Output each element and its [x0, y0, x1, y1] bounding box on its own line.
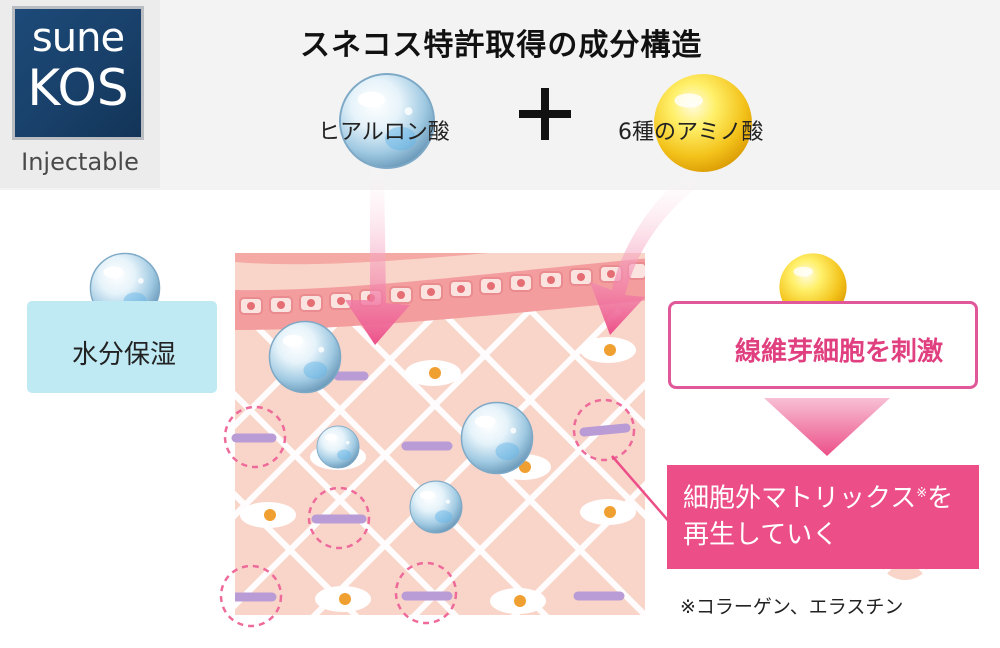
matrix-line2: 再生していく	[683, 519, 839, 550]
arrow-icon	[590, 170, 700, 335]
moisture-label: 水分保湿	[72, 340, 177, 370]
matrix-label: 細胞外マトリックス※を 再生していく	[683, 476, 973, 553]
plus-icon	[515, 84, 575, 148]
moisture-box	[27, 301, 217, 393]
matrix-line1-end: を	[927, 483, 954, 514]
page-title: スネコス特許取得の成分構造	[300, 28, 703, 63]
matrix-box	[667, 465, 979, 569]
brand-logo: sune KOS Injectable	[0, 0, 160, 188]
logo-text-sune: sune	[31, 15, 125, 61]
fibroblast-box	[668, 301, 978, 389]
matrix-line1: 細胞外マトリックス	[683, 483, 917, 514]
callout-line	[611, 455, 673, 526]
logo-text-kos: KOS	[27, 59, 129, 117]
ingredient-amino-label: 6種のアミノ酸	[618, 120, 764, 145]
fibroblast-label: 線維芽細胞を刺激	[735, 337, 944, 367]
matrix-footnote-mark: ※	[916, 486, 928, 501]
logo-badge: sune KOS	[12, 6, 144, 140]
highlight-circles	[219, 398, 636, 628]
skin-tissue	[235, 253, 645, 615]
footnote: ※コラーゲン、エラスチン	[680, 596, 904, 618]
logo-subtitle: Injectable	[21, 148, 139, 176]
ingredient-hyaluronic-label: ヒアルロン酸	[318, 120, 450, 145]
down-arrow-icon	[764, 398, 890, 456]
header-band	[0, 0, 1000, 190]
fiber-icon	[235, 371, 625, 602]
arrow-icon	[345, 165, 410, 345]
